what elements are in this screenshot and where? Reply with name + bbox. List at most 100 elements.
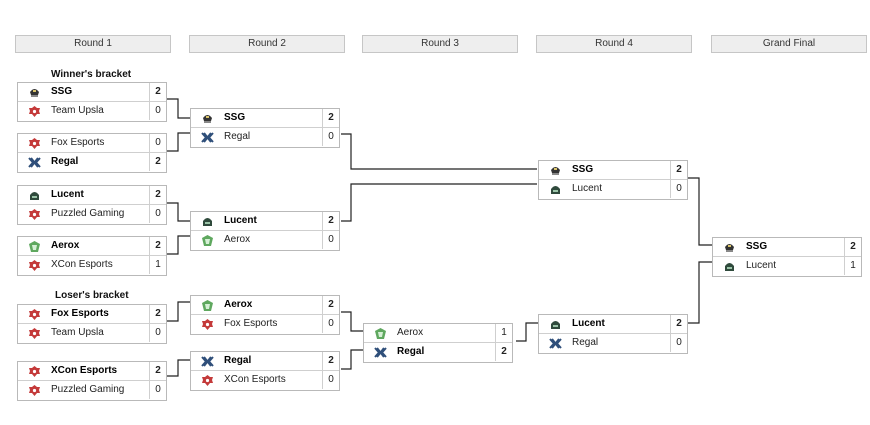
regal-logo-icon — [201, 131, 214, 144]
regal-logo-icon — [374, 346, 387, 359]
lucent-logo-icon — [549, 183, 562, 196]
aerox-logo-icon — [201, 234, 214, 247]
losers-bracket-label: Loser's bracket — [55, 290, 129, 301]
puzzled-gaming-logo-icon — [28, 208, 41, 221]
team-row[interactable]: Regal 0 — [191, 128, 339, 146]
team-score: 0 — [149, 205, 166, 223]
team-score: 0 — [322, 128, 339, 146]
regal-logo-icon — [28, 156, 41, 169]
team-name: Regal — [397, 346, 425, 357]
team-name: Puzzled Gaming — [51, 384, 125, 395]
team-row[interactable]: SSG 2 — [191, 109, 339, 128]
team-name: Regal — [224, 355, 252, 366]
winners-bracket-label: Winner's bracket — [51, 69, 132, 80]
fox-esports-logo-icon — [28, 308, 41, 321]
lucent-logo-icon — [549, 318, 562, 331]
team-name: Regal — [51, 156, 79, 167]
team-name: Regal — [224, 131, 251, 142]
round-4-header: Round 4 — [536, 35, 692, 53]
team-name: Lucent — [746, 260, 777, 271]
team-row[interactable]: Team Upsla 0 — [18, 324, 166, 342]
team-row[interactable]: Aerox 2 — [191, 296, 339, 315]
team-score: 2 — [670, 161, 687, 179]
grand-final-header: Grand Final — [711, 35, 867, 53]
team-row[interactable]: Lucent 2 — [539, 315, 687, 334]
round-3-header: Round 3 — [362, 35, 518, 53]
team-name: Fox Esports — [51, 308, 109, 319]
round-1-header: Round 1 — [15, 35, 171, 53]
team-row[interactable]: Aerox 1 — [364, 324, 512, 343]
team-name: Lucent — [572, 183, 603, 194]
team-upsla-logo-icon — [28, 105, 41, 118]
team-name: SSG — [224, 112, 246, 123]
team-row[interactable]: Puzzled Gaming 0 — [18, 381, 166, 399]
team-score: 0 — [149, 381, 166, 399]
fox-esports-logo-icon — [201, 318, 214, 331]
team-name: Team Upsla — [51, 327, 104, 338]
team-score: 0 — [670, 180, 687, 198]
team-row[interactable]: SSG 2 — [539, 161, 687, 180]
team-name: Regal — [572, 337, 599, 348]
team-score: 2 — [670, 315, 687, 333]
ssg-logo-icon — [201, 112, 214, 125]
team-name: Lucent — [572, 318, 605, 329]
round-2-header: Round 2 — [189, 35, 345, 53]
aerox-logo-icon — [374, 327, 387, 340]
aerox-logo-icon — [28, 240, 41, 253]
team-name: Aerox — [397, 327, 424, 338]
team-score: 2 — [149, 362, 166, 380]
team-name: Aerox — [224, 299, 253, 310]
team-score: 0 — [322, 231, 339, 249]
team-score: 2 — [149, 186, 166, 204]
team-score: 0 — [149, 324, 166, 342]
team-score: 1 — [149, 256, 166, 274]
team-score: 0 — [322, 371, 339, 389]
team-score: 0 — [149, 102, 166, 120]
team-score: 2 — [149, 83, 166, 101]
regal-logo-icon — [201, 355, 214, 368]
team-score: 1 — [495, 324, 512, 342]
team-row[interactable]: XCon Esports 0 — [191, 371, 339, 389]
team-name: Aerox — [51, 240, 80, 251]
team-score: 2 — [322, 296, 339, 314]
xcon-esports-logo-icon — [201, 374, 214, 387]
team-name: XCon Esports — [224, 374, 286, 385]
team-name: SSG — [572, 164, 594, 175]
team-row[interactable]: Lucent 0 — [539, 180, 687, 198]
team-score: 2 — [322, 212, 339, 230]
team-score: 2 — [322, 109, 339, 127]
